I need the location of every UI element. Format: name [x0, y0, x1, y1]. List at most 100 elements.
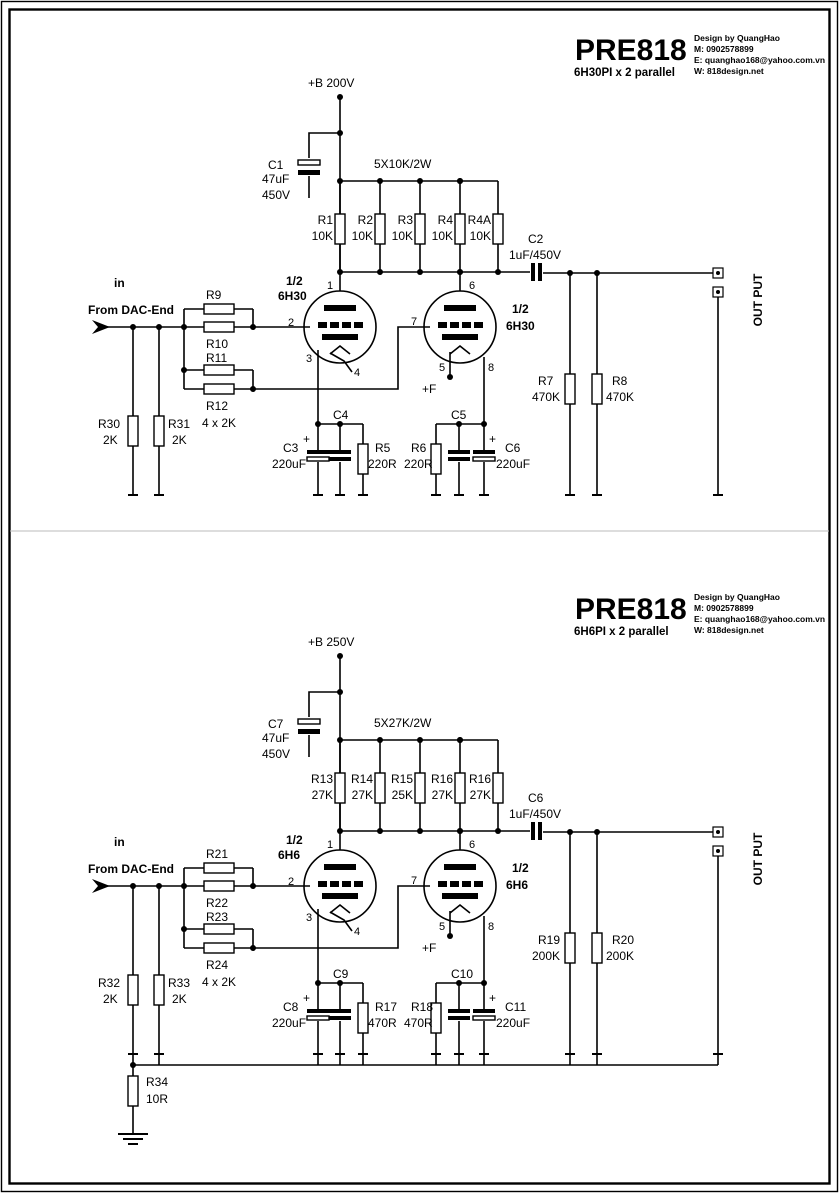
plate-resistor-value: 27K: [352, 788, 373, 802]
plate-resistor-value: 27K: [432, 788, 453, 802]
right-tube-grid: [438, 322, 447, 328]
grid-resistor-3: [203, 923, 235, 935]
designer-web: W: 818design.net: [694, 66, 764, 76]
input-resistor-name: R33: [168, 976, 190, 990]
left-tube-type: 6H30: [278, 289, 307, 303]
right-tube-anode: [444, 305, 476, 311]
junction-dot: [181, 926, 187, 932]
junction-dot: [417, 828, 423, 834]
right-cathode-resistor-name: R6: [411, 441, 427, 455]
left-cathode-cap-1-plate-top: [307, 450, 329, 454]
junction-dot: [417, 737, 423, 743]
left-tube-grid: [342, 881, 351, 887]
plate-resistor-name: R3: [398, 213, 414, 227]
right-cathode-cap-2-plate-top: [473, 450, 495, 454]
left-tube-pin-grid: 2: [288, 876, 294, 888]
title-text: PRE818: [575, 593, 687, 626]
left-tube-pin-plate: 1: [327, 839, 333, 851]
right-tube-grid: [450, 881, 459, 887]
junction-dot: [457, 178, 463, 184]
right-tube-heater: [449, 344, 471, 355]
plate-resistor-5: [492, 213, 504, 245]
left-cathode-cap-1-plate-top: [307, 1009, 329, 1013]
right-tube-pin-plate: 6: [469, 839, 475, 851]
left-cathode-resistor-name: R17: [375, 1000, 397, 1014]
input-resistor-name: R30: [98, 417, 120, 431]
output-resistor-value: 470K: [532, 390, 560, 404]
right-cathode-resistor-value: 470R: [404, 1016, 433, 1030]
left-tube-pin-cathode: 3: [306, 353, 312, 365]
designer-email: E: quanghao168@yahoo.com.vn: [694, 55, 825, 65]
coupling-cap-name: C6: [528, 791, 544, 805]
left-heater-lead: [329, 352, 353, 373]
junction-dot: [495, 828, 501, 834]
left-tube-grid: [318, 881, 327, 887]
left-cathode-cap-value: 220uF: [272, 457, 306, 471]
plus-sign: +: [489, 432, 496, 446]
output-terminal-pin: [716, 849, 720, 853]
left-cathode-cap-2-plate-bottom: [329, 1016, 351, 1020]
right-tube-pin-cathode: 8: [488, 921, 494, 933]
supply-label: +B 250V: [308, 635, 354, 649]
plate-resistor-3: [414, 772, 426, 804]
right-cathode-film-name: C10: [451, 967, 473, 981]
left-cathode-resistor: [357, 1002, 369, 1034]
left-tube-grid: [354, 322, 363, 328]
left-cathode-cap-name: C3: [283, 441, 299, 455]
input-label: in: [114, 276, 125, 290]
supply-label: +B 200V: [308, 76, 354, 90]
output-label: OUT PUT: [751, 273, 765, 326]
plus-sign: +: [303, 991, 310, 1005]
junction-dot: [495, 269, 501, 275]
left-cathode-cap-value: 220uF: [272, 1016, 306, 1030]
left-tube: [303, 849, 377, 923]
right-cathode-cap-1-plate-bottom: [448, 457, 470, 461]
plate-resistor-value: 10K: [312, 229, 333, 243]
right-cathode-cap-name: C6: [505, 441, 521, 455]
junction-dot: [447, 933, 453, 939]
right-cathode-film-name: C5: [451, 408, 467, 422]
filament-label: +F: [422, 941, 436, 955]
left-tube-pin-heater: 4: [354, 926, 360, 938]
right-cathode-cap-name: C11: [505, 1000, 526, 1014]
right-tube-pin-heater: 5: [439, 921, 445, 933]
plate-resistor-value: 10K: [432, 229, 453, 243]
supply-cap-value: 47uF: [262, 172, 289, 186]
plate-resistor-note: 5X27K/2W: [374, 716, 432, 730]
junction-dot: [417, 178, 423, 184]
right-cathode-cap-1-plate-top: [448, 1009, 470, 1013]
grid-resistor-4: [203, 383, 235, 395]
right-cathode-cap-1-plate-bottom: [448, 1016, 470, 1020]
right-cathode-resistor: [430, 443, 442, 475]
right-tube-cathode: [442, 334, 478, 340]
right-tube-half: 1/2: [512, 302, 529, 316]
coupling-cap-value: 1uF/450V: [509, 807, 561, 821]
left-cathode-cap-2-plate-top: [329, 450, 351, 454]
plate-resistor-name: R2: [358, 213, 374, 227]
left-tube-half: 1/2: [286, 274, 303, 288]
input-resistor-2: [153, 974, 165, 1006]
right-tube-pin-grid: 7: [411, 875, 417, 887]
left-tube: [303, 290, 377, 364]
plate-resistor-1: [334, 213, 346, 245]
output-resistor-name: R19: [538, 933, 560, 947]
supply-cap-value: 47uF: [262, 731, 289, 745]
right-tube-grid: [450, 322, 459, 328]
plus-sign: +: [489, 991, 496, 1005]
supply-cap-wire: [308, 132, 340, 158]
output-resistor-name: R8: [612, 374, 628, 388]
grid-resistor-name: R23: [206, 910, 228, 924]
plate-resistor-value: 27K: [312, 788, 333, 802]
grid-resistor-2: [203, 880, 235, 892]
left-tube-anode: [324, 305, 356, 311]
right-tube-cathode: [442, 893, 478, 899]
inner-border: [8, 8, 831, 1185]
left-cathode-resistor-name: R5: [375, 441, 391, 455]
supply-cap-name: C1: [268, 158, 284, 172]
right-cathode-cap-2-plate-top: [473, 1009, 495, 1013]
right-cathode-resistor-value: 220R: [404, 457, 433, 471]
plate-resistor-name: R4A: [468, 213, 491, 227]
input-source: From DAC-End: [88, 862, 174, 876]
